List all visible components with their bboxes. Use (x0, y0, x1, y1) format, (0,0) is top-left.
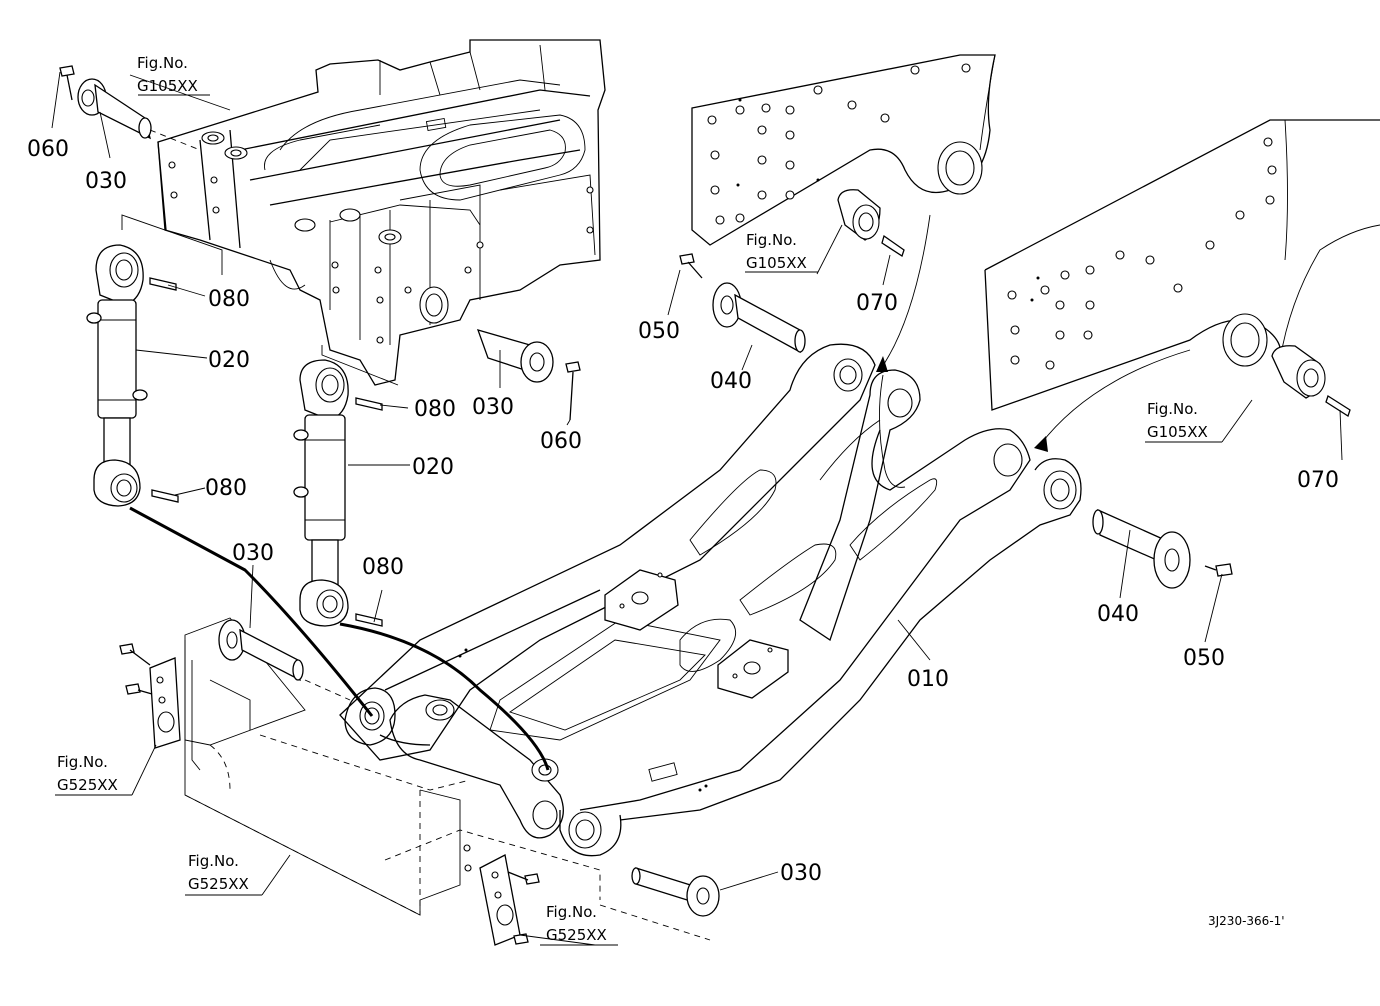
part-label-010: 010 (907, 667, 949, 692)
part-label-030: 030 (232, 541, 274, 566)
fig-ref-label: Fig.No. (1147, 400, 1198, 418)
figure-references: Fig.No. G105XX Fig.No. G105XX Fig.No. G1… (57, 54, 1208, 944)
mounting-plate-top (691, 54, 996, 246)
part-labels: 060 030 080 020 080 080 030 060 020 030 … (27, 137, 1339, 886)
fig-ref-label: Fig.No. (188, 852, 239, 870)
pin-030-bottom (631, 867, 720, 917)
lift-rod-020-center (293, 345, 399, 627)
bracket-plate-lower (463, 844, 540, 946)
transmission-housing (157, 39, 606, 386)
fig-ref-label: Fig.No. (137, 54, 188, 72)
part-label-050: 050 (638, 319, 680, 344)
pin-030-top (77, 78, 201, 151)
bracket-plate-left (119, 643, 181, 749)
fig-ref-number: G105XX (1147, 423, 1208, 441)
part-label-080: 080 (205, 476, 247, 501)
fig-ref-number: G525XX (546, 926, 607, 944)
part-label-060: 060 (540, 429, 582, 454)
bushing-top (837, 189, 905, 258)
lift-rod-020-left (86, 214, 223, 507)
drawing-code: 3J230-366-1' (1208, 914, 1285, 928)
part-label-030: 030 (85, 169, 127, 194)
part-label-020: 020 (208, 348, 250, 373)
fig-ref-number: G105XX (137, 77, 198, 95)
pin-030-lower-left (218, 619, 351, 701)
part-label-050: 050 (1183, 646, 1225, 671)
assembly-lines (129, 214, 1191, 771)
fig-ref-number: G105XX (746, 254, 807, 272)
pin-030-housing (476, 329, 581, 421)
pin-040-top (679, 253, 806, 354)
part-label-080: 080 (362, 555, 404, 580)
fig-ref-label: Fig.No. (746, 231, 797, 249)
part-label-030: 030 (780, 861, 822, 886)
part-label-030: 030 (472, 395, 514, 420)
pin-040-right (1092, 508, 1233, 589)
lower-block-outline (184, 617, 711, 941)
part-label-020: 020 (412, 455, 454, 480)
part-label-060: 060 (27, 137, 69, 162)
fig-ref-number: G525XX (57, 776, 118, 794)
part-label-080: 080 (208, 287, 250, 312)
part-label-040: 040 (710, 369, 752, 394)
leader-lines (51, 71, 1343, 946)
mounting-plate-right (984, 119, 1380, 411)
bushing-right (1271, 345, 1351, 417)
part-label-070: 070 (856, 291, 898, 316)
fig-ref-number: G525XX (188, 875, 249, 893)
part-label-040: 040 (1097, 602, 1139, 627)
fig-ref-label: Fig.No. (57, 753, 108, 771)
bolt-060-top (59, 65, 75, 101)
part-label-080: 080 (414, 397, 456, 422)
lower-link-frame-010 (339, 343, 1082, 857)
part-label-070: 070 (1297, 468, 1339, 493)
fig-ref-label: Fig.No. (546, 903, 597, 921)
